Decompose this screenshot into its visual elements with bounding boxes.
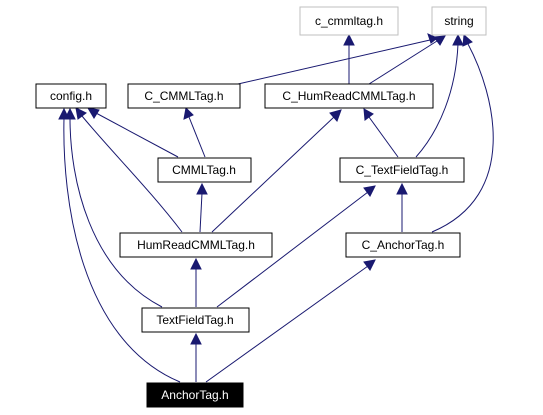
node-config-h[interactable]: config.h (35, 83, 107, 109)
header-nodes: c_cmmltag.h string config.h C_CMMLTag.h … (35, 6, 487, 408)
node-c-textfieldtag[interactable]: C_TextFieldTag.h (339, 157, 465, 183)
node-string[interactable]: string (431, 6, 487, 36)
node-c-cmmltag-lower[interactable]: c_cmmltag.h (299, 6, 399, 36)
edge-textfieldtag-to-config-h (64, 107, 163, 308)
edge-humreadcmmltag-to-c-humreadcmmltag (211, 109, 342, 233)
edge-textfieldtag-to-c-textfieldtag (216, 185, 376, 308)
edge-textfieldtag-to-humreadcmmltag (190, 257, 202, 307)
node-label: string (444, 14, 473, 28)
node-label: CMMLTag.h (172, 163, 236, 177)
edge-humreadcmmltag-to-cmmltag (196, 182, 208, 233)
edge-anchortag-to-textfieldtag (190, 332, 202, 382)
edge-cmmltag-to-config-h (87, 107, 179, 158)
edge-c-humreadcmmltag-to-string (368, 35, 446, 85)
edge-c-anchortag-to-string (431, 33, 494, 233)
edge-c-anchortag-to-c-textfieldtag (396, 182, 408, 232)
node-c-anchortag[interactable]: C_AnchorTag.h (345, 232, 461, 258)
edge-c-textfieldtag-to-c-humreadcmmltag (363, 108, 399, 158)
edge-cmmltag-to-c-cmmltag (183, 106, 206, 158)
node-label: C_TextFieldTag.h (356, 163, 449, 177)
node-label: C_AnchorTag.h (362, 238, 445, 252)
node-label: C_CMMLTag.h (144, 89, 223, 103)
node-label: C_HumReadCMMLTag.h (282, 89, 415, 103)
edge-humreadcmmltag-to-config-h (75, 107, 183, 233)
edge-c-cmmltag-to-string (237, 33, 438, 85)
dependency-edges (58, 33, 494, 383)
edge-c-humreadcmmltag-to-c-cmmltag-h (343, 33, 355, 84)
node-label: HumReadCMMLTag.h (137, 238, 255, 252)
node-label: config.h (50, 89, 92, 103)
node-label: c_cmmltag.h (315, 14, 383, 28)
node-humreadcmmltag[interactable]: HumReadCMMLTag.h (119, 232, 273, 258)
node-textfieldtag[interactable]: TextFieldTag.h (141, 307, 250, 333)
node-cmmltag[interactable]: CMMLTag.h (157, 157, 252, 183)
node-c-humreadcmmltag[interactable]: C_HumReadCMMLTag.h (264, 83, 434, 109)
node-anchortag[interactable]: AnchorTag.h (146, 382, 244, 408)
edge-c-textfieldtag-to-string (415, 33, 464, 158)
edge-anchortag-to-c-anchortag (205, 259, 376, 383)
edge-anchortag-to-config-h (58, 107, 181, 383)
node-label: AnchorTag.h (161, 388, 228, 402)
node-label: TextFieldTag.h (156, 313, 233, 327)
node-c-cmmltag[interactable]: C_CMMLTag.h (127, 83, 241, 109)
